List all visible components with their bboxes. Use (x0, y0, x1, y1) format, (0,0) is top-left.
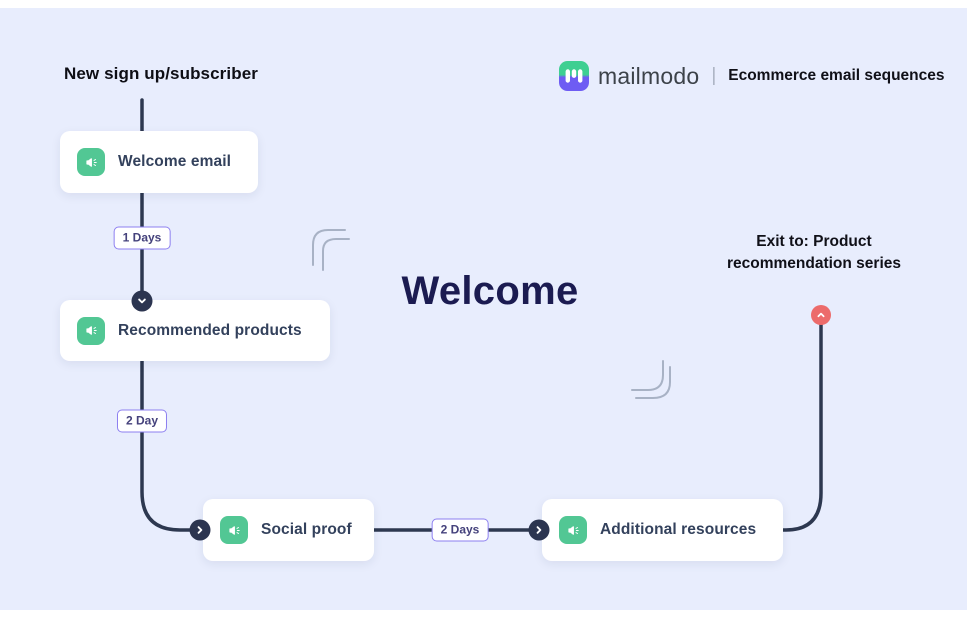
entry-label: New sign up/subscriber (64, 64, 258, 83)
exit-label-line1: Exit to: Product (756, 233, 872, 250)
node-recommended-products[interactable]: Recommended products (60, 300, 330, 361)
header-subtitle: Ecommerce email sequences (728, 67, 945, 84)
node-label: Social proof (261, 521, 352, 538)
chevron-up-icon[interactable] (811, 305, 831, 325)
exit-label-line2: recommendation series (726, 255, 901, 272)
delay-badge-1-days[interactable]: 1 Days (113, 226, 171, 250)
megaphone-icon (559, 516, 587, 544)
chevron-right-icon[interactable] (189, 519, 211, 541)
brand-header: mailmodo | Ecommerce email sequences (559, 58, 945, 94)
node-label: Recommended products (118, 321, 302, 339)
brand-wordmark: mailmodo (598, 62, 700, 89)
header-separator: | (711, 65, 717, 86)
exit-label: Exit to: Product recommendation series (699, 231, 929, 275)
chevron-right-icon[interactable] (528, 519, 550, 541)
mailmodo-logo-icon (559, 61, 589, 91)
node-label: Welcome email (118, 153, 232, 170)
delay-badge-2-day[interactable]: 2 Day (116, 409, 168, 433)
megaphone-icon (77, 316, 105, 345)
node-label: Additional resources (600, 521, 757, 538)
megaphone-icon (77, 148, 105, 176)
node-social-proof[interactable]: Social proof (203, 499, 374, 561)
delay-badge-2-days[interactable]: 2 Days (431, 518, 489, 542)
node-welcome-email[interactable]: Welcome email (60, 131, 258, 193)
megaphone-icon (220, 516, 248, 544)
sequence-title: Welcome (401, 269, 579, 313)
chevron-down-icon[interactable] (131, 290, 153, 312)
node-additional-resources[interactable]: Additional resources (542, 499, 783, 561)
